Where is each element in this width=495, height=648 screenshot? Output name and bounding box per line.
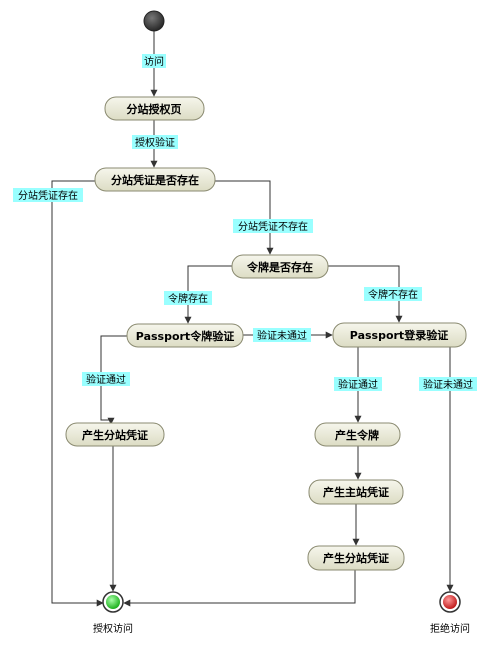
svg-text:产生分站凭证: 产生分站凭证: [82, 428, 148, 442]
edge-label-login-verify-fail: 验证未通过: [419, 377, 477, 391]
action-node-auth-page: 分站授权页: [104, 96, 205, 121]
final-node-deny-label: 拒绝访问: [430, 622, 470, 635]
edge-label-login-verify-pass: 验证通过: [334, 377, 382, 391]
edge-gen-sub-cert-right-to-grant: [123, 570, 356, 607]
edges: [51, 31, 454, 607]
svg-text:验证通过: 验证通过: [338, 378, 378, 391]
edge-label-auth-verify: 授权验证: [132, 135, 178, 149]
svg-text:验证未通过: 验证未通过: [257, 329, 307, 342]
svg-text:分站凭证是否存在: 分站凭证是否存在: [111, 173, 199, 187]
action-node-token-exists: 令牌是否存在: [231, 254, 329, 279]
svg-text:Passport令牌验证: Passport令牌验证: [136, 329, 234, 343]
svg-text:访问: 访问: [144, 55, 164, 68]
edge-label-visit: 访问: [142, 54, 166, 68]
svg-text:令牌存在: 令牌存在: [168, 292, 208, 305]
final-node-grant: [102, 591, 124, 613]
svg-text:分站授权页: 分站授权页: [127, 102, 182, 116]
final-node-deny: [439, 591, 461, 613]
edge-label-token-not-exist: 令牌不存在: [364, 287, 422, 301]
edge-cert-exists-to-grant: [51, 180, 104, 607]
edge-token-verify-pass: [100, 335, 127, 425]
edge-label-cert-not-exist: 分站凭证不存在: [233, 219, 313, 233]
edge-token-exists-to-passport-login-verify: [328, 265, 403, 323]
svg-text:令牌不存在: 令牌不存在: [368, 288, 418, 301]
edge-label-token-verify-fail: 验证未通过: [253, 328, 311, 342]
action-node-gen-token: 产生令牌: [314, 422, 401, 447]
action-node-cert-exists: 分站凭证是否存在: [94, 167, 216, 192]
action-node-passport-login-verify: Passport登录验证: [332, 322, 467, 348]
edge-label-token-exist: 令牌存在: [164, 291, 212, 305]
svg-text:产生令牌: 产生令牌: [335, 428, 379, 442]
svg-text:分站凭证存在: 分站凭证存在: [18, 189, 78, 202]
action-node-passport-token-verify: Passport令牌验证: [126, 323, 244, 348]
svg-text:Passport登录验证: Passport登录验证: [350, 328, 448, 342]
action-node-gen-sub-cert-right: 产生分站凭证: [307, 545, 405, 571]
action-node-gen-main-cert: 产生主站凭证: [308, 479, 404, 505]
action-node-gen-sub-cert-left: 产生分站凭证: [65, 422, 165, 447]
svg-text:验证通过: 验证通过: [86, 373, 126, 386]
initial-node: [143, 10, 165, 32]
svg-text:授权验证: 授权验证: [135, 136, 175, 149]
svg-text:验证未通过: 验证未通过: [423, 378, 473, 391]
edge-label-token-verify-pass: 验证通过: [82, 372, 130, 386]
final-node-grant-label: 授权访问: [93, 622, 133, 635]
edge-labels: 访问 授权验证 分站凭证存在 分站凭证不存在 令牌存在 令牌不存在 验证未通过: [13, 54, 477, 391]
edge-cert-exists-to-token-exists: [215, 180, 274, 255]
edge-label-cert-exist: 分站凭证存在: [13, 188, 83, 202]
svg-text:产生主站凭证: 产生主站凭证: [323, 485, 389, 499]
svg-text:令牌是否存在: 令牌是否存在: [246, 260, 313, 274]
svg-text:分站凭证不存在: 分站凭证不存在: [238, 220, 308, 233]
svg-text:产生分站凭证: 产生分站凭证: [323, 551, 389, 565]
